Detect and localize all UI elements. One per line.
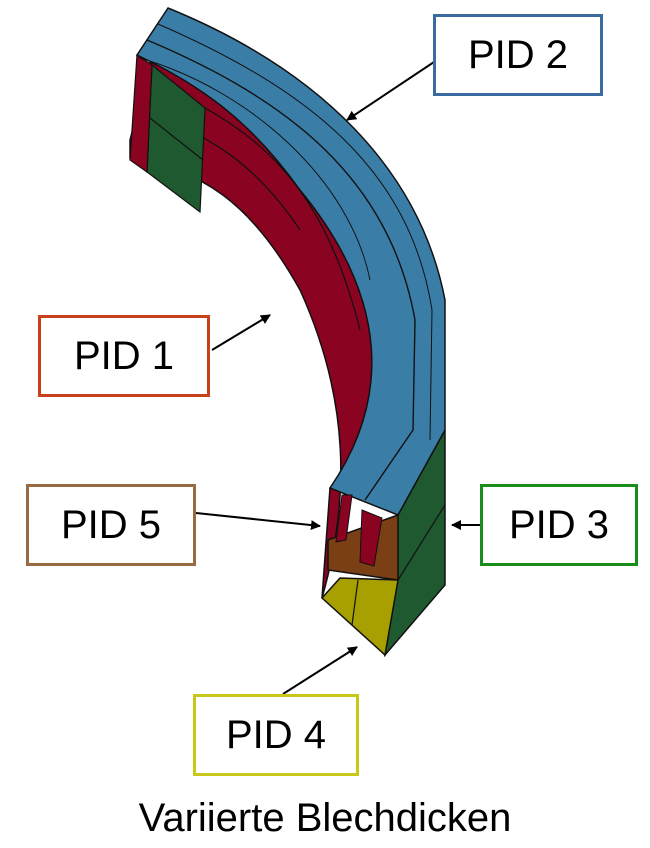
pid1-end-sliver-1 (335, 494, 353, 543)
pid4-end-face (320, 577, 399, 657)
pid2-flange-line-2 (157, 23, 433, 441)
pid2-flange-line-1 (146, 39, 416, 501)
pid2-label-box: PID 2 (433, 14, 603, 96)
figure-caption: Variierte Blechdicken (138, 796, 512, 840)
pid3-stripe-seam (149, 117, 204, 161)
pid2-label: PID 2 (467, 32, 569, 77)
pid1-leader-arrow (211, 314, 271, 351)
pid1-label: PID 1 (73, 333, 175, 378)
pid1-label-box: PID 1 (38, 315, 210, 397)
pid4-leader-arrow (282, 646, 358, 695)
pid1-end-strip (129, 53, 153, 174)
pid1-end-sliver-2 (359, 509, 383, 567)
pid4-label-box: PID 4 (193, 694, 359, 776)
pid5-label: PID 5 (60, 502, 162, 547)
pid2-leader-arrow (346, 57, 441, 121)
pid2-top-flange (135, 7, 446, 516)
pid5-leader-arrow (195, 512, 321, 531)
pid5-label-box: PID 5 (26, 484, 196, 566)
pid3-label-box: PID 3 (480, 484, 638, 566)
pid3-wall-seam (397, 504, 446, 581)
pid4-face-seam (351, 579, 359, 626)
pid3-label: PID 3 (508, 502, 610, 547)
pid2-flange-line-3 (139, 57, 371, 281)
pid4-label: PID 4 (225, 712, 327, 757)
